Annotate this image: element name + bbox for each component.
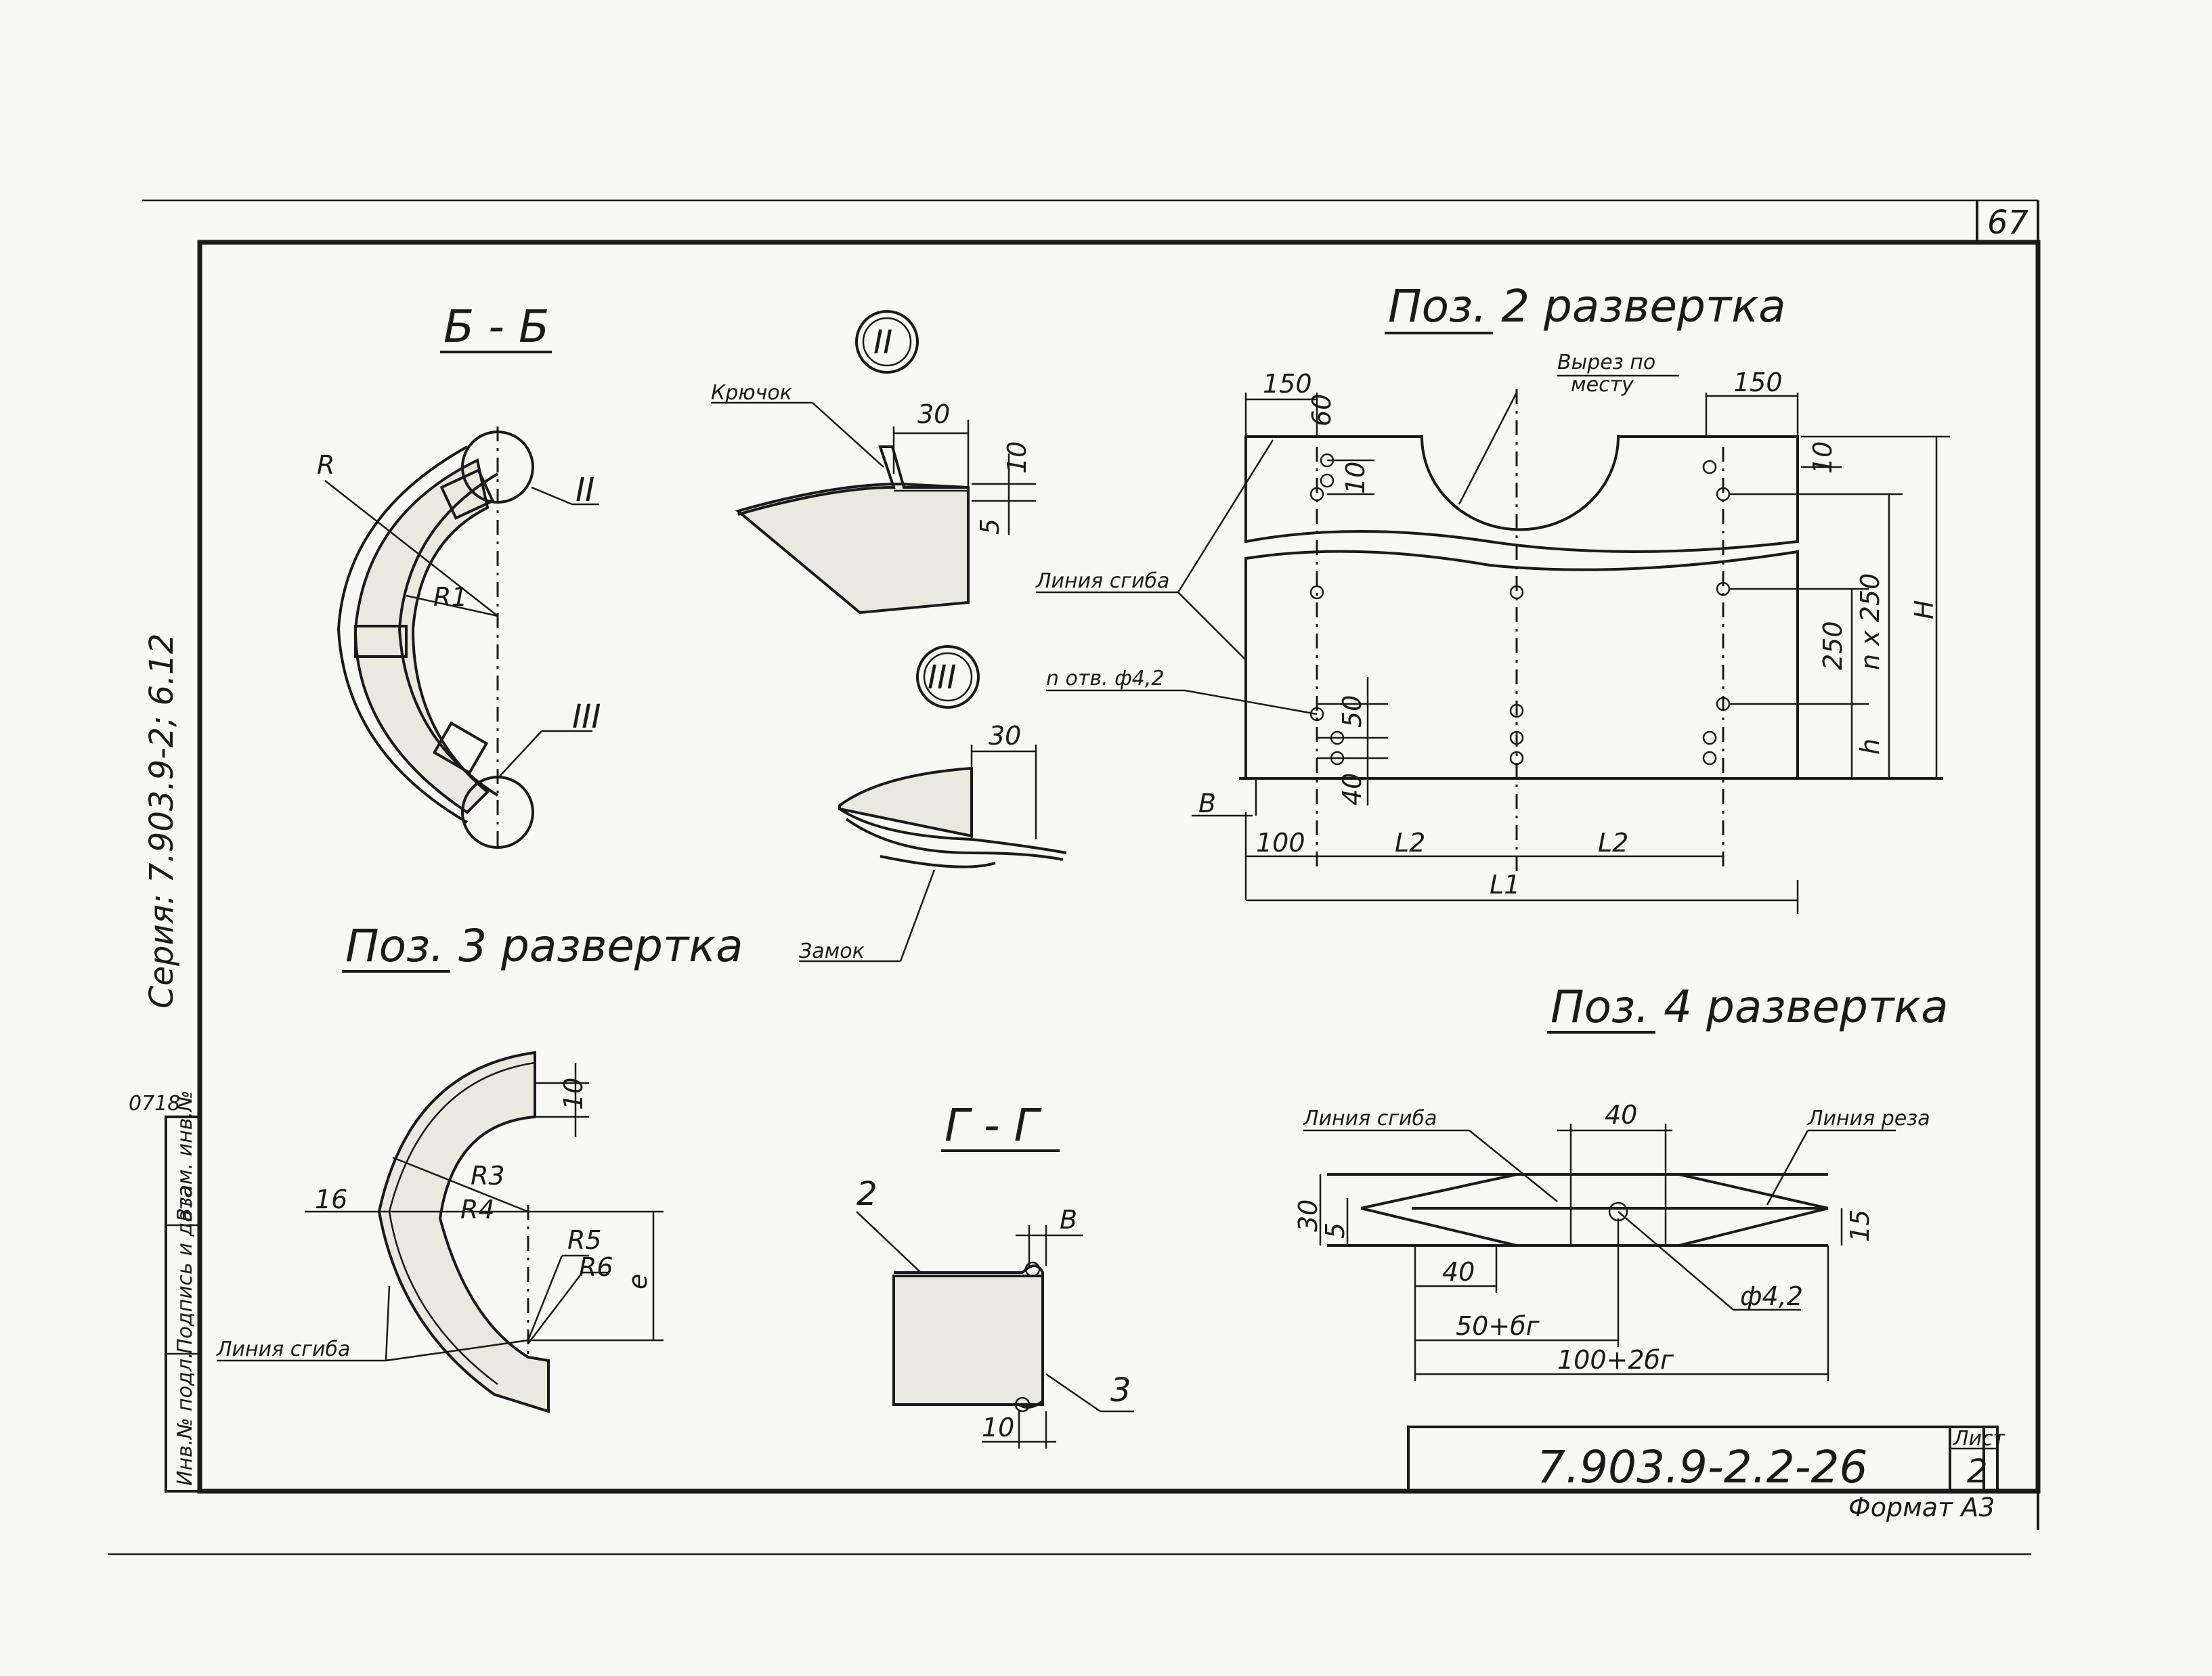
detail-2-marker-label: II [873,324,892,361]
poz2-dim-top-mid: 60 [1307,394,1337,426]
series-label: Серия: 7.903.9-2; 6.12 [143,634,181,1009]
poz2-cutout-line2: месту [1571,373,1634,397]
sheet-number: 2 [1967,1453,1988,1491]
poz4-title: Поз. 4 развертка [1550,981,1949,1033]
poz2-dim-height: H [1909,600,1939,619]
side-label-sign: Подпись и дата [173,1186,197,1354]
poz3-title: Поз. 3 развертка [345,920,743,972]
poz4-cut-line: Линия реза [1807,1107,1930,1130]
section-b-drawing [324,426,599,849]
poz2-dim-left-40: 40 [1337,773,1367,806]
poz2-dim-right-top: 10 [1808,441,1838,474]
detail-2-hook-label: Крючок [711,381,792,405]
poz2-drawing [1036,374,1950,914]
detail-2-drawing [711,401,1036,615]
section-g-dim-bottom: 10 [982,1413,1014,1442]
poz4-bend-line: Линия сгиба [1303,1107,1437,1130]
poz2-dim-bottom-100: 100 [1256,828,1305,858]
side-label-vzam: Взам. инв.№ [173,1090,197,1222]
poz2-dim-b: B [1198,789,1216,818]
detail-3-marker [916,645,980,709]
detail-2-dim-h: 10 [1002,441,1032,474]
poz2-bend-line: Линия сгиба [1035,569,1169,593]
poz2-dim-top-right: 150 [1733,368,1783,397]
poz2-holes [1309,453,1731,766]
section-g-dim-b: B [1060,1205,1077,1235]
detail-3-dim-w: 30 [989,721,1021,751]
poz3-drawing [217,1051,664,1413]
poz3-bend-line: Линия сгиба [216,1338,350,1361]
side-label-inv: Инв.№ подл. [173,1352,197,1486]
sheet-label: Лист [1953,1427,2006,1451]
poz4-dim-5: 5 [1320,1222,1350,1239]
poz4-dim-50: 50+бг [1456,1311,1540,1341]
section-g-pos2: 2 [856,1175,877,1213]
poz2-holes-label: n отв. ф4,2 [1046,667,1165,690]
poz4-dim-40: 40 [1605,1100,1637,1130]
side-code: 0718 [129,1092,180,1116]
poz3-dim-r6: R6 [579,1252,613,1282]
poz2-dim-right-mid: 250 [1818,621,1848,670]
section-b-callout-3: III [572,698,601,736]
poz3-dim-e: e [623,1274,653,1289]
poz4-dim-30: 30 [1293,1199,1323,1232]
poz2-dim-l2a: L2 [1395,828,1425,858]
poz3-dim-r5: R5 [567,1225,602,1255]
poz4-dim-100: 100+2бг [1557,1345,1674,1375]
detail-3-drawing [799,745,1067,963]
poz2-dim-l2b: L2 [1598,828,1628,858]
format-label: Формат А3 [1848,1493,1995,1522]
poz2-title: Поз. 2 развертка [1388,280,1786,332]
section-b-r1-label: R1 [433,582,468,612]
section-b-callout-2: II [576,471,594,509]
poz4-drawing [1303,1124,1896,1381]
poz2-cutout-line1: Вырез по [1557,351,1655,374]
section-g-title: Г - Г [945,1099,1043,1151]
poz4-dim-40b: 40 [1442,1257,1475,1287]
title-block [1407,1426,1999,1493]
poz3-dim-top: 10 [559,1078,588,1110]
section-g-pos3: 3 [1110,1371,1131,1409]
poz2-dim-pitch: n x 250 [1855,573,1885,670]
poz2-dim-top-left: 150 [1263,369,1312,399]
section-b-title: Б - Б [443,301,549,353]
poz2-dim-h: h [1855,738,1885,755]
sheet-frame [108,199,2041,1556]
poz2-dim-left-top: 10 [1341,462,1370,494]
poz2-dim-l1: L1 [1490,870,1520,900]
detail-2-dim-s: 5 [975,519,1005,535]
poz3-dim-r4: R4 [460,1195,495,1225]
document-code: 7.903.9-2.2-26 [1537,1441,1868,1493]
poz3-dim-left: 16 [315,1185,347,1214]
detail-3-marker-label: III [928,659,956,697]
poz2-dim-left-50: 50 [1337,695,1367,728]
detail-3-lock-label: Замок [799,940,865,963]
poz4-hole: ф4,2 [1740,1281,1803,1311]
detail-2-dim-w: 30 [917,399,950,429]
section-b-r-label: R [317,450,334,480]
detail-2-marker [855,310,919,374]
poz4-dim-15: 15 [1845,1210,1875,1242]
section-g-drawing [856,1211,1134,1449]
poz3-dim-r3: R3 [471,1161,505,1191]
page-number: 67 [1987,204,2029,242]
